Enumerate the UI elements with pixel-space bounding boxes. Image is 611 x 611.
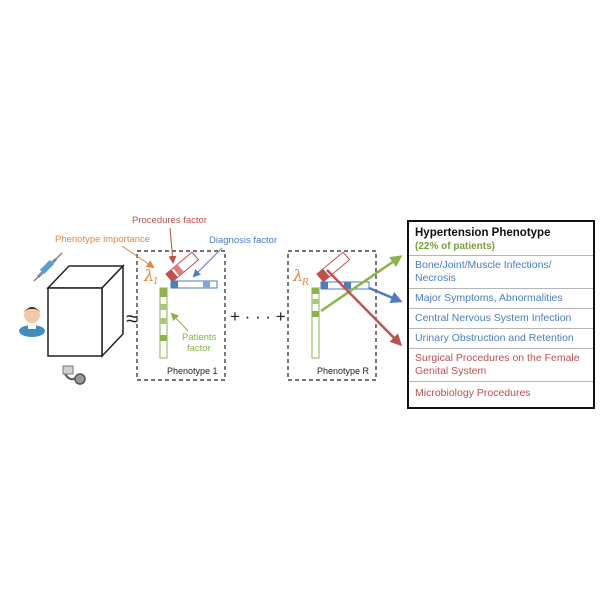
procedures-to-panel-arrow [326,269,403,347]
procedures-factor-label: Procedures factor [132,215,207,226]
procedures-factor-r [316,251,351,283]
diagnosis-factor-label: Diagnosis factor [209,235,277,246]
syringe-icon [33,252,63,282]
panel-item: Bone/Joint/Muscle Infections/ Necrosis [409,256,593,289]
procedures-factor-arrow [168,227,177,264]
lambda-r: λ R [292,266,309,288]
svg-text:1: 1 [153,277,159,287]
lambda-1: λ 1 [143,266,159,287]
svg-text:λ: λ [143,266,154,285]
panel-item: Major Symptoms, Abnormalities [409,289,593,309]
svg-text:λ: λ [292,266,303,285]
patients-factor-label: Patients [182,332,217,343]
phenotype-r-box [287,250,377,381]
patient-icon [19,307,45,337]
panel-subtitle: (22% of patients) [415,241,496,252]
panel-item: Surgical Procedures on the Female Genita… [409,349,593,382]
patients-factor-arrow [170,312,189,332]
diagnosis-factor-arrow [192,247,223,278]
panel-item: Urinary Obstruction and Retention [409,329,593,349]
patients-to-panel-arrow [320,255,403,313]
hypertension-phenotype-panel: Hypertension Phenotype (22% of patients)… [407,220,595,409]
phenotype-1-box [136,250,226,381]
phenotype-importance-arrow [121,245,155,269]
diagnosis-to-panel-arrow [368,286,403,304]
diagnosis-factor-1 [170,280,218,289]
patients-factor-label-2: factor [187,343,211,354]
panel-item: Microbiology Procedures [415,387,531,399]
patients-factor-r [311,287,320,359]
approx-symbol: ≈ [126,306,138,331]
svg-text:R: R [301,278,309,288]
panel-header: Hypertension Phenotype (22% of patients) [409,222,593,256]
panel-title: Hypertension Phenotype [415,227,551,239]
procedures-factor-1 [165,251,200,283]
phenotype-importance-label: Phenotype importance [55,234,150,245]
phenotype-1-label: Phenotype 1 [167,366,218,376]
phenotype-r-label: Phenotype R [317,366,370,376]
tensor-cube [46,264,125,358]
panel-item: Central Nervous System Infection [409,309,593,329]
plus-dots: + · · · + [230,307,286,326]
stethoscope-icon [62,365,86,385]
patients-factor-1 [159,287,168,359]
